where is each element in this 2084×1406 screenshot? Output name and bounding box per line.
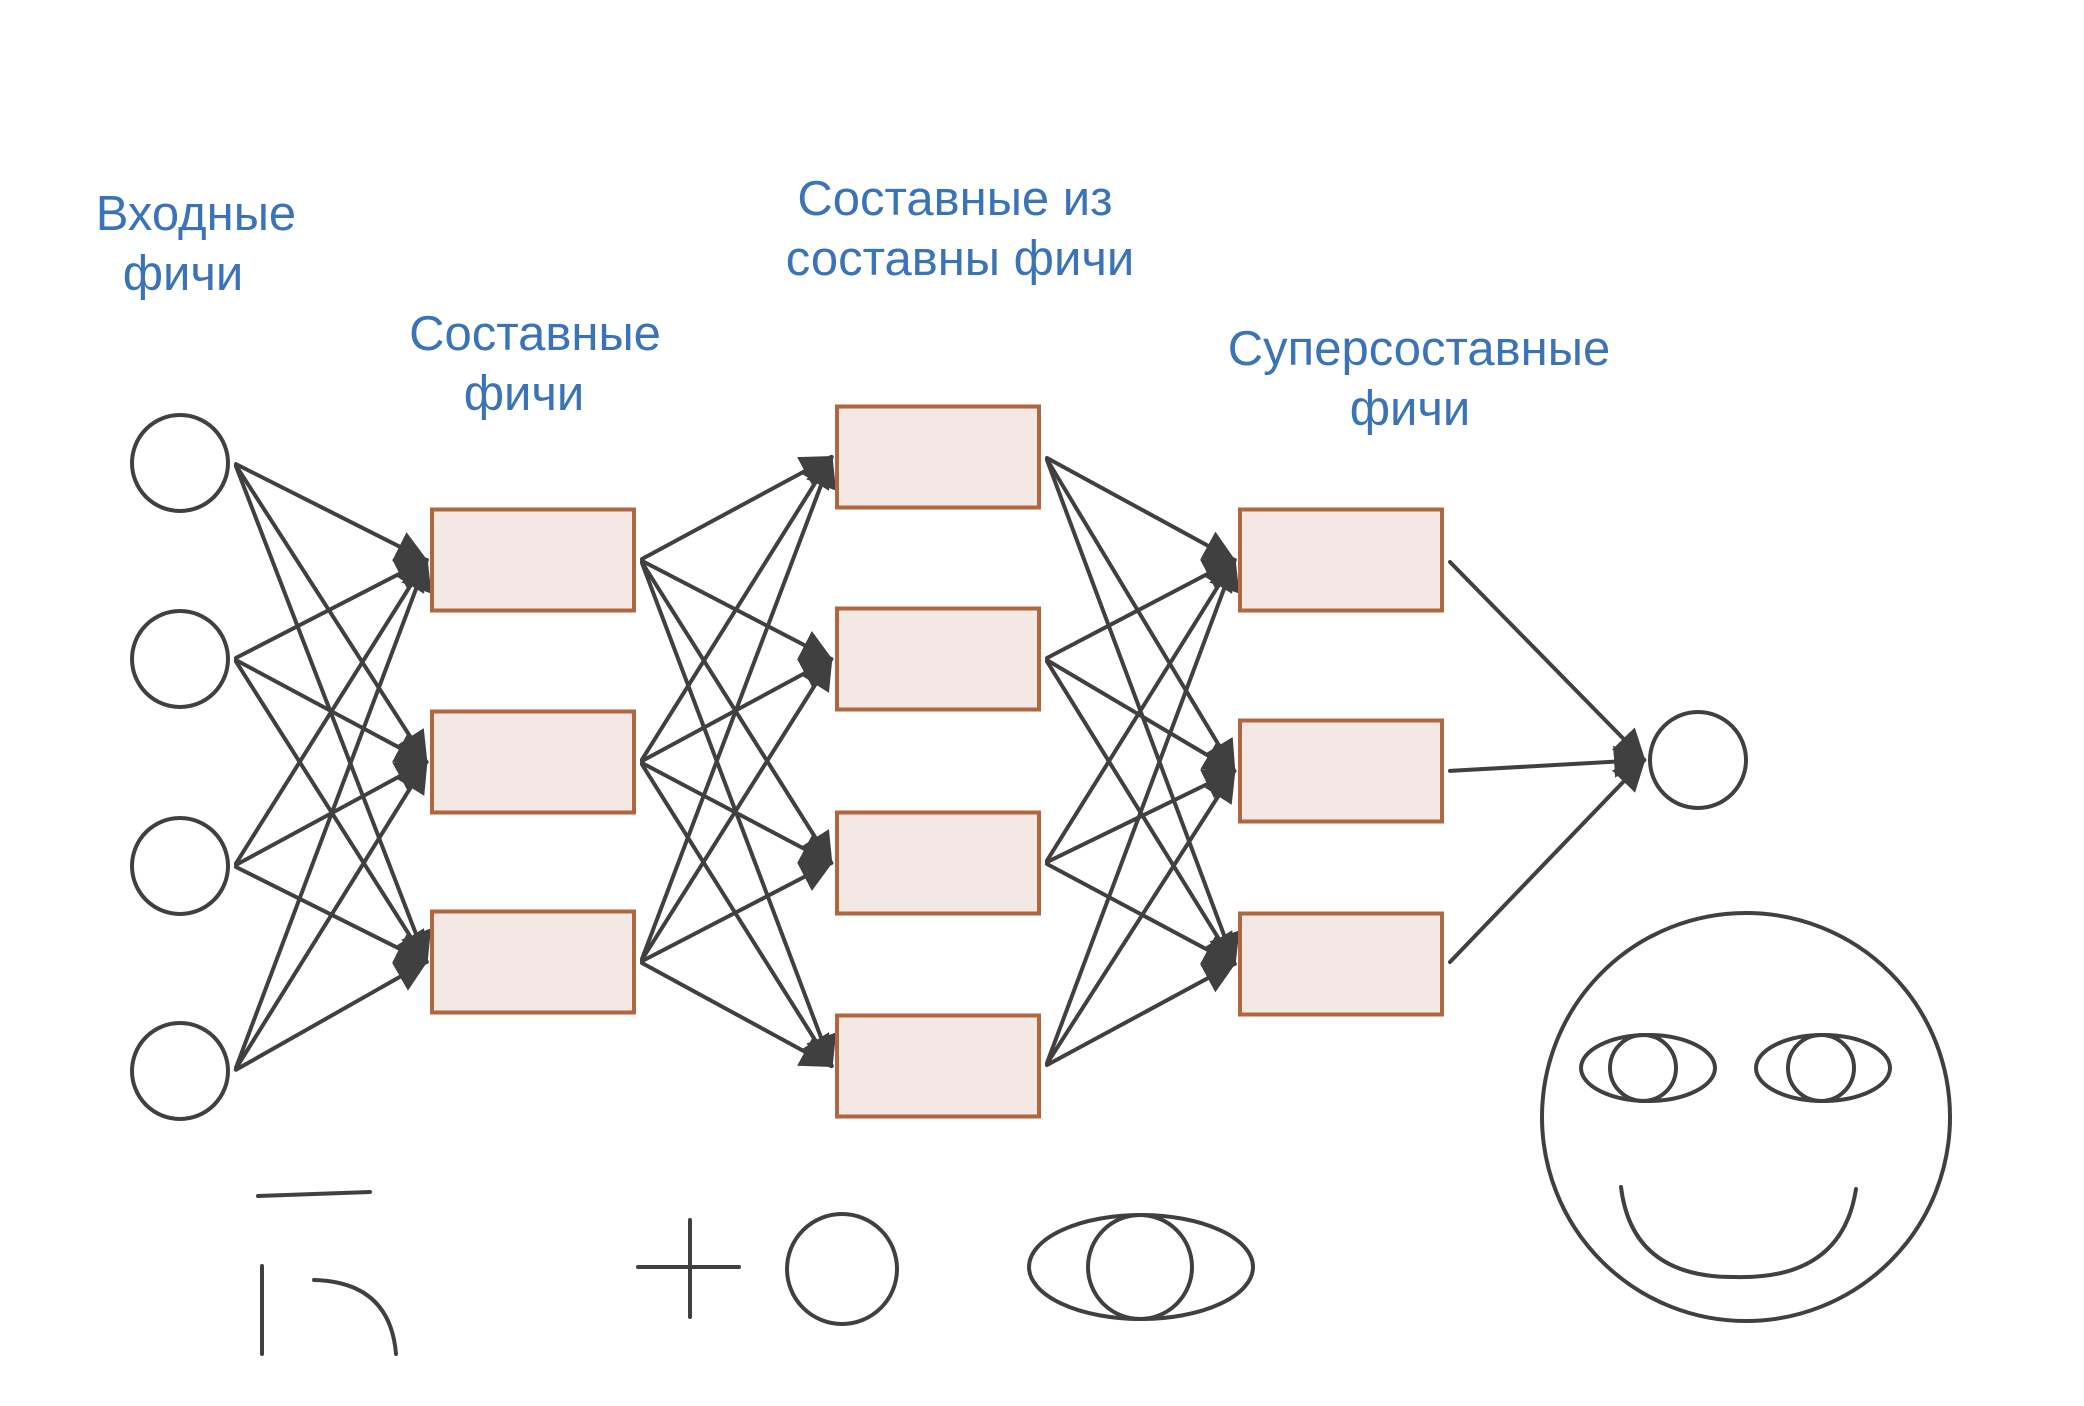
input-node-3 — [130, 816, 230, 916]
connection-arrow — [234, 462, 429, 562]
connection-arrow — [1448, 745, 1646, 778]
connections — [234, 455, 1647, 1072]
connection-arrow — [234, 463, 429, 764]
super-composite-box-3 — [1238, 911, 1444, 1017]
eye-sketch — [1027, 1213, 1255, 1321]
network-nodes — [130, 404, 1748, 1121]
connection-arrow — [234, 558, 432, 1070]
connection-arrow — [1045, 558, 1237, 660]
connection-arrow — [640, 455, 834, 561]
label-super-composite-line-2: фичи — [1350, 382, 1471, 436]
connection-arrow — [1448, 758, 1647, 964]
input-node-4 — [130, 1021, 230, 1121]
input-node-2 — [130, 609, 230, 709]
circle-shape — [785, 1212, 899, 1326]
connection-arrow — [640, 861, 834, 964]
composite-feature-box-2 — [430, 709, 636, 815]
label-input-line-1: Входные — [96, 187, 296, 241]
composite-of-composite-box-1 — [835, 404, 1041, 510]
smile-curve — [1619, 1185, 1858, 1280]
connection-arrow — [1045, 769, 1237, 1066]
composite-of-composite-box-2 — [835, 606, 1041, 712]
connection-arrow — [234, 558, 429, 660]
connection-arrow — [1045, 456, 1237, 562]
label-super-composite-line-1: Суперсоставные — [1228, 322, 1610, 376]
composite-of-composite-box-4 — [835, 1013, 1041, 1119]
connection-arrow — [1045, 658, 1237, 773]
connection-arrow — [640, 455, 834, 762]
eye-outline — [1027, 1213, 1255, 1321]
connection-arrow — [640, 762, 834, 1068]
composite-feature-box-1 — [430, 507, 636, 613]
label-composite-of-composite-line-1: Составные из — [797, 172, 1112, 226]
connection-arrow — [1045, 962, 1237, 1067]
connection-arrow — [1045, 558, 1240, 1065]
super-composite-box-2 — [1238, 718, 1444, 824]
curved-stroke — [312, 1278, 398, 1356]
connection-arrow — [640, 657, 834, 962]
left-eye-pupil — [1608, 1033, 1678, 1103]
face-outline — [1540, 911, 1952, 1323]
right-eye-pupil — [1786, 1033, 1856, 1103]
label-composite-of-composite-line-2: составны фичи — [786, 232, 1134, 286]
connection-arrow — [1045, 558, 1237, 863]
smiley-face-sketch — [1540, 911, 1952, 1323]
cross-and-circle-sketch — [636, 1212, 899, 1326]
layer-labels: Входные фичи Составные фичи Составные из… — [96, 172, 1610, 436]
label-composite-line-1: Составные — [409, 307, 661, 361]
illustrations — [256, 911, 1952, 1356]
connection-arrow — [640, 455, 837, 961]
edge-fragments-sketch — [256, 1190, 398, 1356]
eye-pupil — [1086, 1213, 1194, 1321]
composite-feature-box-3 — [430, 909, 636, 1015]
connection-arrow — [234, 960, 429, 1072]
connection-arrow — [640, 961, 834, 1068]
connection-arrow — [1448, 560, 1647, 762]
connection-arrow — [1045, 457, 1237, 773]
composite-of-composite-box-3 — [835, 810, 1041, 916]
label-composite-line-2: фичи — [464, 367, 585, 421]
output-node-1 — [1648, 710, 1748, 810]
horizontal-stroke — [256, 1190, 372, 1198]
connection-arrow — [234, 558, 429, 866]
label-input-line-2: фичи — [123, 247, 244, 301]
right-eye-outline — [1754, 1033, 1892, 1103]
left-eye-outline — [1579, 1033, 1717, 1103]
super-composite-box-1 — [1238, 507, 1444, 613]
input-node-1 — [130, 413, 230, 513]
connection-arrow — [234, 760, 429, 1071]
